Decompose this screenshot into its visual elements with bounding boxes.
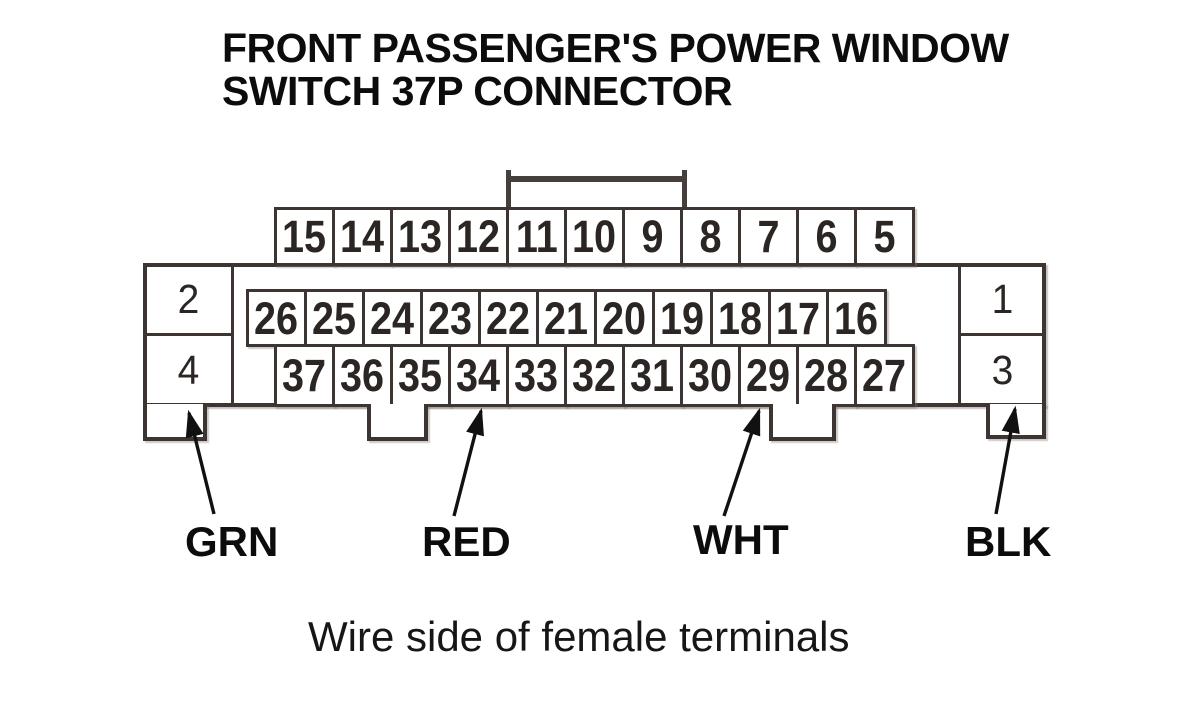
pin-cell-12: 12 (448, 207, 509, 266)
pin-cell-1: 1 (958, 263, 1046, 336)
pin-number: 31 (630, 350, 675, 401)
pin-cell-36: 36 (332, 344, 393, 407)
pin-number: 33 (514, 350, 559, 401)
pin-cell-30: 30 (680, 344, 741, 407)
pin-number: 37 (282, 350, 327, 401)
pin-number: 7 (757, 211, 780, 262)
pin-cell-17: 17 (768, 289, 829, 347)
pin-number: 28 (804, 350, 849, 401)
page-title-line1: FRONT PASSENGER'S POWER WINDOW (222, 25, 1009, 71)
pin-number: 4 (177, 346, 200, 393)
pin-cell-22: 22 (478, 289, 539, 347)
latch-post-left (506, 170, 511, 208)
pin-number: 8 (699, 211, 722, 262)
mounting-foot-center-right (769, 404, 836, 441)
pin-cell-27: 27 (854, 344, 915, 407)
pin-number: 29 (746, 350, 791, 401)
wire-label-grn: GRN (185, 518, 279, 565)
pin-cell-24: 24 (362, 289, 423, 347)
pin-number: 15 (282, 211, 327, 262)
mounting-foot-center-left (367, 404, 428, 441)
pin-number: 17 (776, 292, 821, 344)
pin-cell-33: 33 (506, 344, 567, 407)
latch-bar (506, 176, 687, 182)
pin-number: 35 (398, 350, 443, 401)
pin-number: 6 (815, 211, 838, 262)
pin-cell-21: 21 (536, 289, 597, 347)
pin-number: 34 (456, 350, 501, 401)
pin-number: 30 (688, 350, 733, 401)
pin-cell-2: 2 (143, 263, 234, 336)
arrow-wht-to-pin29 (722, 407, 761, 517)
wire-label-red: RED (422, 518, 511, 565)
wire-label-wht: WHT (693, 516, 789, 563)
pin-cell-23: 23 (420, 289, 481, 347)
pin-number: 19 (660, 292, 705, 344)
latch-post-right (682, 170, 687, 208)
pin-number: 27 (862, 350, 907, 401)
mounting-foot-right (986, 404, 1046, 439)
pin-number: 18 (718, 292, 763, 344)
pin-cell-19: 19 (652, 289, 713, 347)
pin-number: 22 (486, 292, 531, 344)
pin-cell-37: 37 (274, 344, 335, 407)
pin-cell-8: 8 (680, 207, 741, 266)
pin-cell-28: 28 (796, 344, 857, 407)
pin-number: 25 (312, 292, 357, 344)
pin-cell-31: 31 (622, 344, 683, 407)
pin-cell-13: 13 (390, 207, 451, 266)
pin-cell-5: 5 (854, 207, 915, 266)
caption: Wire side of female terminals (308, 613, 850, 660)
mounting-foot-left (143, 404, 207, 441)
pin-cell-25: 25 (304, 289, 365, 347)
arrow-red-to-pin34 (452, 407, 484, 517)
pin-row-bottom: 37 36 35 34 33 32 31 30 29 28 27 (274, 344, 915, 407)
pin-number: 1 (991, 276, 1013, 322)
page-title: FRONT PASSENGER'S POWER WINDOW SWITCH 37… (222, 27, 1009, 113)
pin-number: 11 (515, 211, 558, 262)
pin-cell-6: 6 (796, 207, 857, 266)
pin-number: 20 (602, 292, 647, 344)
pin-cell-4: 4 (143, 333, 234, 407)
pin-number: 13 (398, 211, 443, 262)
pin-number: 24 (370, 292, 415, 344)
pin-number: 16 (834, 292, 879, 344)
pin-cell-9: 9 (622, 207, 683, 266)
pin-cell-3: 3 (958, 333, 1046, 407)
pin-cell-10: 10 (564, 207, 625, 266)
pin-cell-35: 35 (390, 344, 451, 407)
pin-cell-7: 7 (738, 207, 799, 266)
pin-number: 5 (873, 211, 896, 262)
pin-cell-11: 11 (506, 207, 567, 266)
pin-number: 9 (641, 211, 664, 262)
pin-number: 3 (991, 346, 1013, 393)
pin-cell-34: 34 (448, 344, 509, 407)
pin-number: 36 (340, 350, 385, 401)
pin-number: 21 (544, 292, 589, 344)
pin-number: 10 (572, 211, 617, 262)
pin-number: 14 (340, 211, 385, 262)
pin-cell-18: 18 (710, 289, 771, 347)
pin-number: 2 (177, 276, 200, 322)
pin-number: 26 (254, 292, 299, 344)
pin-cell-15: 15 (274, 207, 335, 266)
pin-cell-29: 29 (738, 344, 799, 407)
pin-number: 12 (456, 211, 501, 262)
pin-cell-16: 16 (826, 289, 887, 347)
page-title-line2: SWITCH 37P CONNECTOR (222, 68, 733, 114)
wire-label-blk: BLK (965, 518, 1052, 565)
pin-cell-20: 20 (594, 289, 655, 347)
pin-number: 32 (572, 350, 617, 401)
pin-cell-26: 26 (246, 289, 307, 347)
pin-number: 23 (428, 292, 473, 344)
pin-cell-14: 14 (332, 207, 393, 266)
pin-cell-32: 32 (564, 344, 625, 407)
